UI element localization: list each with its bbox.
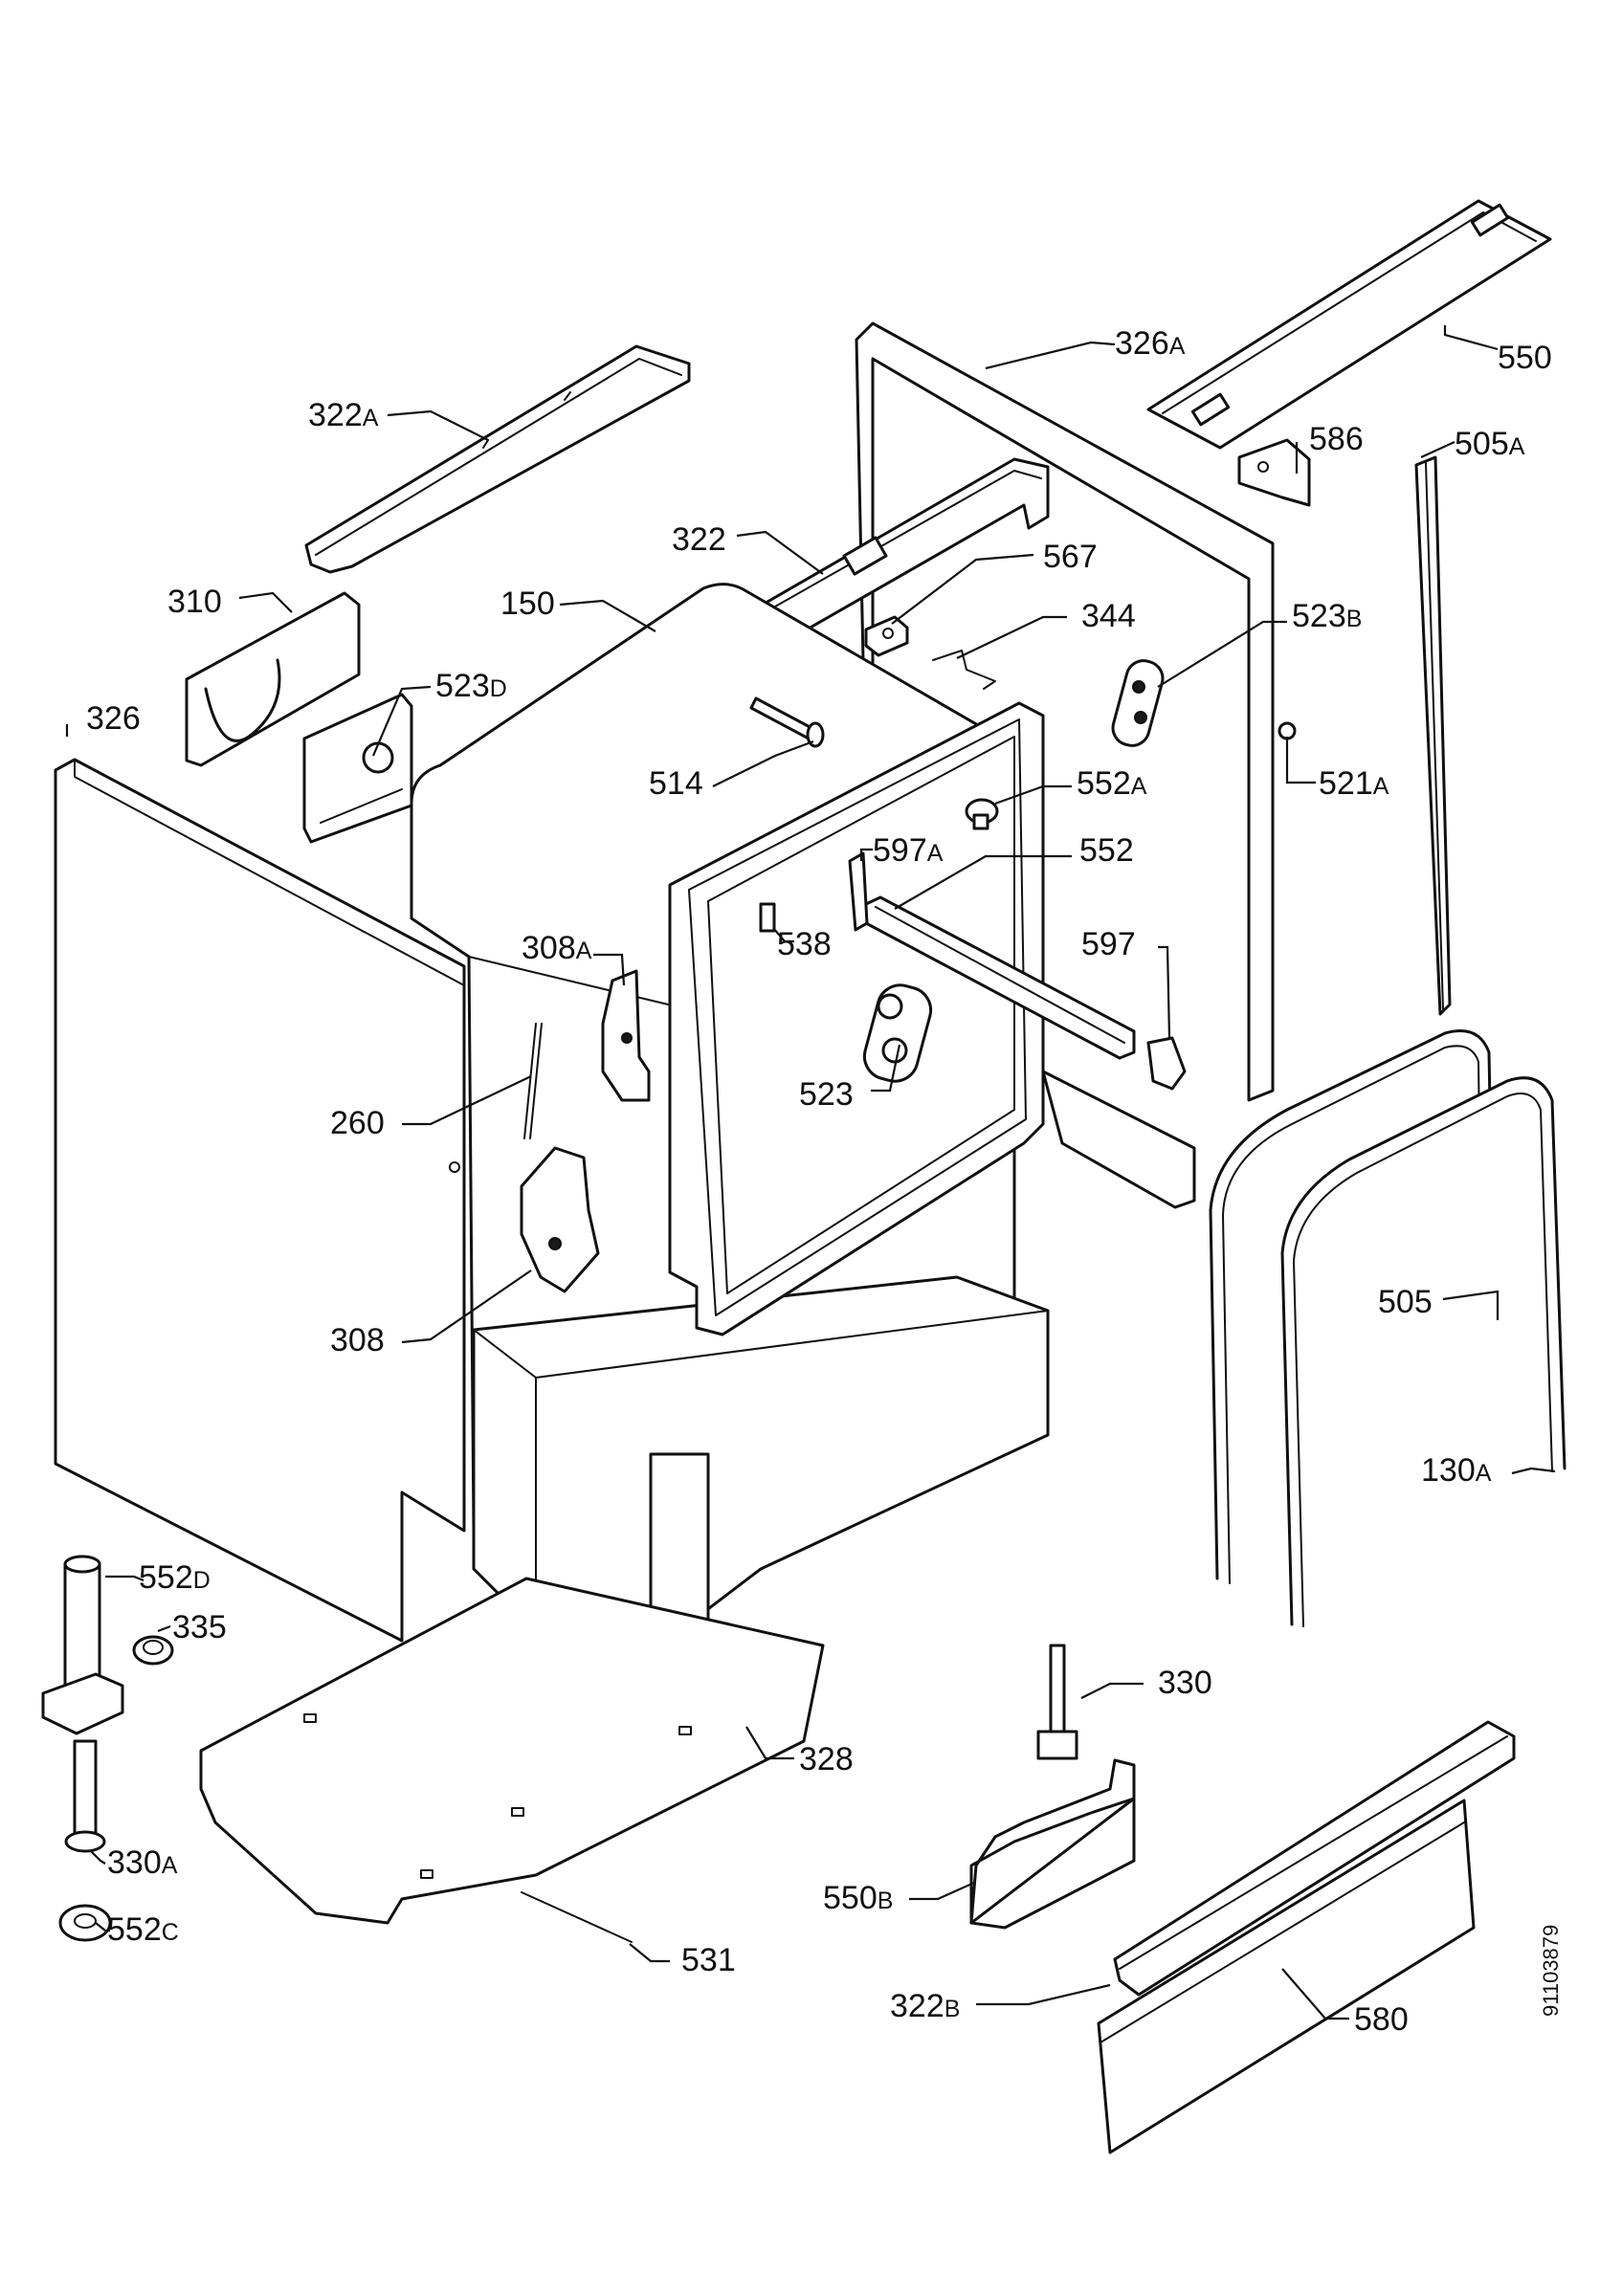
pivot-523B xyxy=(1111,659,1165,747)
cover-310 xyxy=(185,591,361,767)
callout-150: 150 xyxy=(500,585,555,622)
callout-552: 552 xyxy=(1079,832,1134,869)
callout-328: 328 xyxy=(799,1741,854,1777)
leader-lines xyxy=(65,325,1556,2020)
callout-330: 330 xyxy=(1158,1665,1212,1701)
callout-310: 310 xyxy=(167,584,222,620)
gasket-strip-505A xyxy=(1414,455,1452,1016)
callout-322: 322 xyxy=(672,521,726,558)
plinth-580 xyxy=(1097,1799,1476,2154)
callout-567: 567 xyxy=(1043,539,1098,575)
callout-586: 586 xyxy=(1309,421,1364,457)
callout-521A: 521A xyxy=(1319,765,1389,802)
door-seal-130A xyxy=(1280,1076,1566,1627)
callout-552C: 552C xyxy=(107,1911,179,1948)
callout-523B: 523B xyxy=(1292,598,1362,634)
clip-597A xyxy=(848,851,869,932)
side-panel-326 xyxy=(54,758,466,1643)
clip-597 xyxy=(1146,1036,1187,1091)
callout-322B: 322B xyxy=(890,1988,960,2024)
spring-344 xyxy=(932,650,996,690)
callout-531: 531 xyxy=(681,1942,736,1978)
base-plate-328 xyxy=(199,1577,825,1925)
door-frame xyxy=(668,701,1045,1336)
callout-505A: 505A xyxy=(1455,426,1525,462)
callout-523: 523 xyxy=(799,1076,854,1113)
callout-552A: 552A xyxy=(1077,765,1147,802)
foot-552D xyxy=(41,1555,124,1735)
top-rail-550 xyxy=(1146,199,1552,450)
callout-326A: 326A xyxy=(1115,325,1186,362)
callout-330A: 330A xyxy=(107,1844,178,1881)
bracket-550B xyxy=(969,1758,1136,1930)
pivot-523 xyxy=(862,983,933,1083)
screw-514 xyxy=(749,696,825,748)
bracket-586 xyxy=(1237,438,1311,507)
callout-344: 344 xyxy=(1081,598,1136,634)
rail-322B xyxy=(1113,1720,1516,1997)
callout-308A: 308A xyxy=(522,930,592,966)
callout-538: 538 xyxy=(777,926,832,962)
spring-260 xyxy=(523,1023,543,1139)
callout-308: 308 xyxy=(330,1322,385,1358)
knob-552A xyxy=(965,798,999,830)
bolt-330A xyxy=(64,1739,106,1853)
callout-597: 597 xyxy=(1081,926,1136,962)
callout-335: 335 xyxy=(172,1609,227,1645)
callout-580: 580 xyxy=(1354,2001,1409,2038)
wire-531 xyxy=(521,1891,633,1943)
base-frame xyxy=(472,1275,1050,1647)
callout-550B: 550B xyxy=(823,1880,893,1916)
callout-130A: 130A xyxy=(1421,1452,1492,1489)
callout-260: 260 xyxy=(330,1105,385,1141)
callout-597A: 597A xyxy=(873,832,944,869)
bolt-330 xyxy=(1036,1644,1078,1760)
washer-552C xyxy=(58,1904,112,1942)
callout-322A: 322A xyxy=(308,397,379,433)
callout-552D: 552D xyxy=(139,1559,211,1596)
callout-550: 550 xyxy=(1498,340,1552,376)
hinge-308A xyxy=(601,969,651,1102)
callout-523D: 523D xyxy=(435,668,507,704)
cover-523D xyxy=(302,693,413,844)
callout-326: 326 xyxy=(86,700,141,737)
callout-labels: 550 326A 586 505A 322A 322 567 310 150 3… xyxy=(86,325,1552,2038)
clip-521A xyxy=(1278,721,1297,740)
drawing-number: 91103879 xyxy=(1539,1925,1563,2017)
clip-567 xyxy=(864,615,909,657)
hinge-308 xyxy=(520,1146,600,1293)
nut-335 xyxy=(132,1635,174,1666)
callout-505: 505 xyxy=(1378,1284,1433,1320)
top-cover-322A xyxy=(304,344,691,574)
callout-514: 514 xyxy=(649,765,703,802)
screw-538 xyxy=(759,902,776,933)
